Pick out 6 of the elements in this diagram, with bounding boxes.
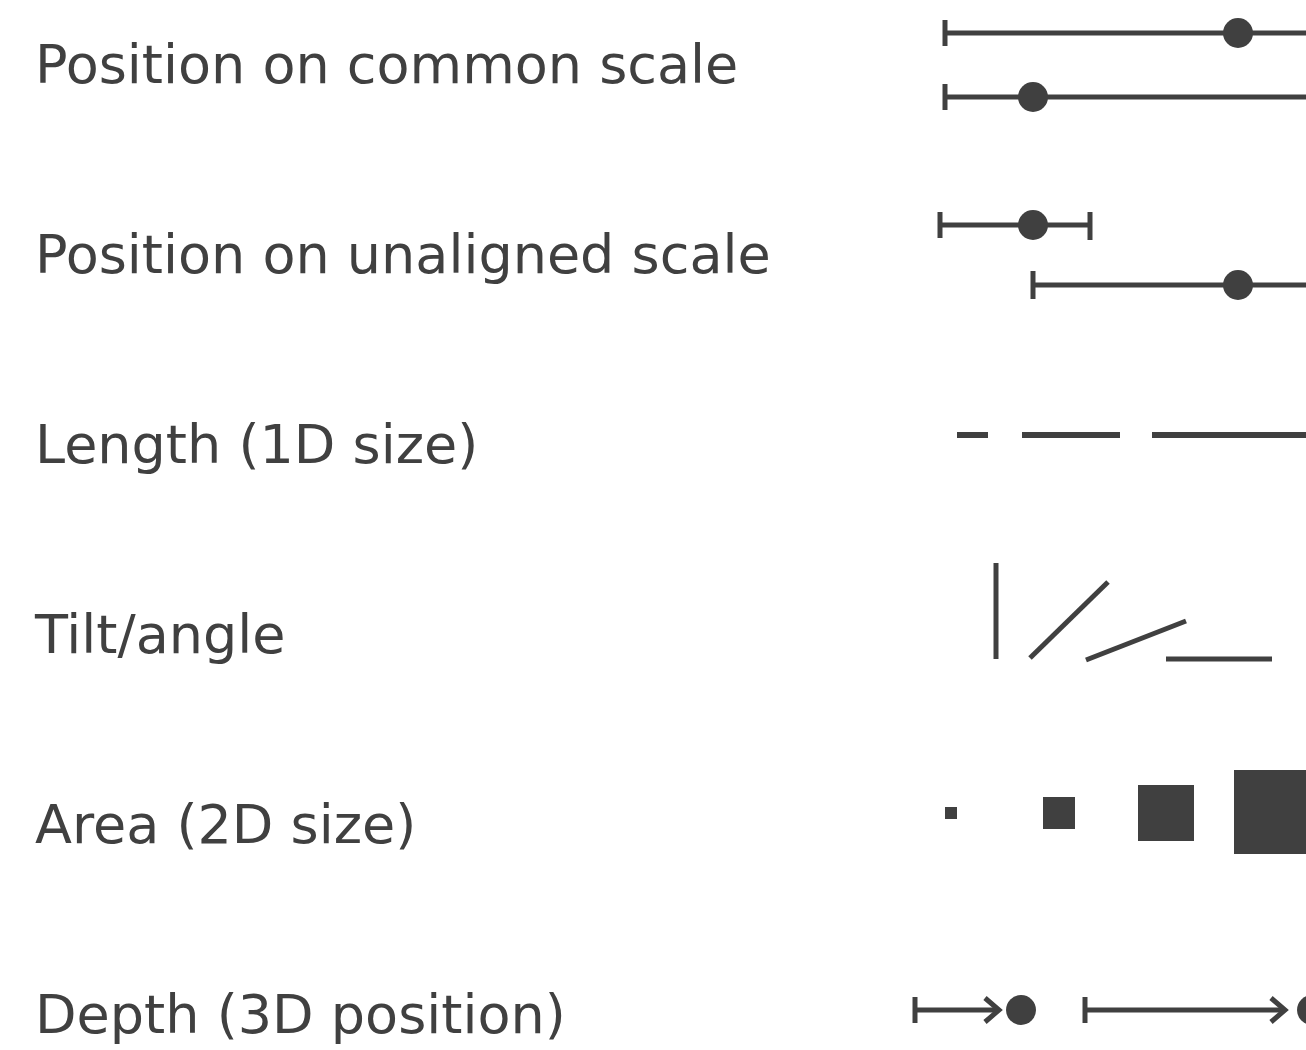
channel-label: Position on unaligned scale	[35, 223, 771, 287]
channel-label: Length (1D size)	[35, 413, 479, 477]
channel-label: Position on common scale	[35, 33, 739, 97]
channel-label: Depth (3D position)	[35, 983, 566, 1047]
channel-label: Area (2D size)	[35, 793, 417, 857]
channel-label: Tilt/angle	[35, 603, 286, 667]
